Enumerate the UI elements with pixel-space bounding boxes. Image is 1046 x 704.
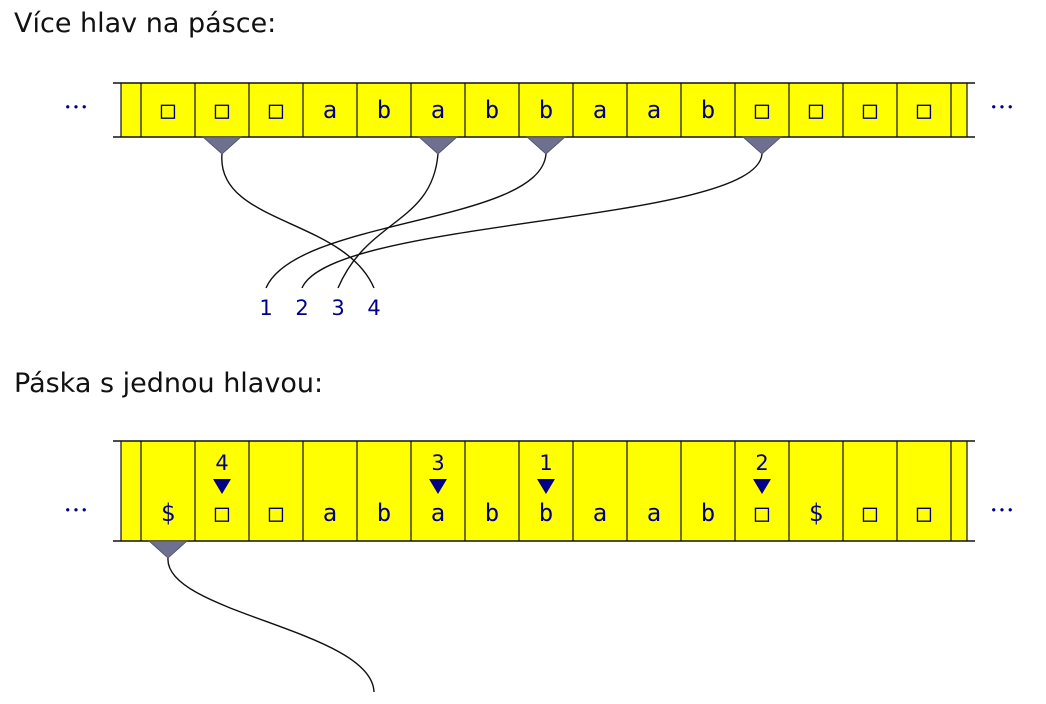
- virtual-head-marker: [753, 479, 771, 494]
- multi-cell-symbol: □: [161, 96, 176, 124]
- single-tape-background: [121, 441, 967, 541]
- single-cell-symbol: b: [701, 499, 715, 527]
- multi-head-wire: [337, 153, 439, 289]
- multi-cell-symbol: a: [431, 96, 445, 124]
- multi-head-triangle: [741, 136, 783, 155]
- multi-cell-symbol: b: [539, 96, 553, 124]
- multi-head-heading: Více hlav na pásce:: [14, 8, 277, 39]
- multi-head-triangle: [525, 136, 567, 155]
- head-number-label: 2: [295, 296, 308, 320]
- virtual-head-number: 2: [755, 451, 768, 475]
- multi-cell-symbol: b: [701, 96, 715, 124]
- multi-cell-symbol: b: [485, 96, 499, 124]
- virtual-head-number: 1: [539, 451, 552, 475]
- multi-head-wire: [265, 153, 547, 289]
- virtual-head-number: 3: [431, 451, 444, 475]
- multi-cell-symbol: □: [863, 96, 878, 124]
- single-head-heading: Páska s jednou hlavou:: [14, 368, 324, 399]
- multi-cell-symbol: b: [377, 96, 391, 124]
- single-cell-symbol: $: [809, 499, 823, 527]
- multi-cell-symbol: a: [647, 96, 661, 124]
- multi-head-triangle: [417, 136, 459, 155]
- single-cell-symbol: □: [863, 499, 878, 527]
- single-right-ellipsis: ···: [990, 496, 1015, 526]
- single-cell-symbol: □: [269, 499, 284, 527]
- multi-cell-symbol: □: [809, 96, 824, 124]
- single-cell-symbol: □: [755, 499, 770, 527]
- multi-cell-symbol: □: [269, 96, 284, 124]
- single-head-triangle: [147, 540, 189, 559]
- multi-head-wire: [221, 153, 375, 289]
- multi-left-ellipsis: ···: [64, 93, 89, 123]
- virtual-head-marker: [213, 479, 231, 494]
- single-cell-symbol: b: [539, 499, 553, 527]
- single-cell-symbol: a: [647, 499, 661, 527]
- multi-cell-symbol: □: [917, 96, 932, 124]
- single-cell-symbol: $: [161, 499, 175, 527]
- single-cell-symbol: a: [431, 499, 445, 527]
- single-cell-symbol: □: [917, 499, 932, 527]
- head-number-label: 1: [259, 296, 272, 320]
- multi-head-triangle: [201, 136, 243, 155]
- single-head-wire: [167, 557, 375, 693]
- multi-tape-background: [121, 83, 967, 137]
- virtual-head-marker: [537, 479, 555, 494]
- single-cell-symbol: □: [215, 499, 230, 527]
- virtual-head-number: 4: [215, 451, 228, 475]
- single-left-ellipsis: ···: [64, 496, 89, 526]
- multi-right-ellipsis: ···: [990, 93, 1015, 123]
- virtual-head-marker: [429, 479, 447, 494]
- single-cell-symbol: a: [593, 499, 607, 527]
- multi-cell-symbol: a: [323, 96, 337, 124]
- head-number-label: 3: [331, 296, 344, 320]
- single-cell-symbol: a: [323, 499, 337, 527]
- multi-head-wire: [301, 153, 763, 289]
- multi-cell-symbol: □: [215, 96, 230, 124]
- single-cell-symbol: b: [485, 499, 499, 527]
- multi-cell-symbol: □: [755, 96, 770, 124]
- single-cell-symbol: b: [377, 499, 391, 527]
- multi-cell-symbol: a: [593, 96, 607, 124]
- head-number-label: 4: [367, 296, 380, 320]
